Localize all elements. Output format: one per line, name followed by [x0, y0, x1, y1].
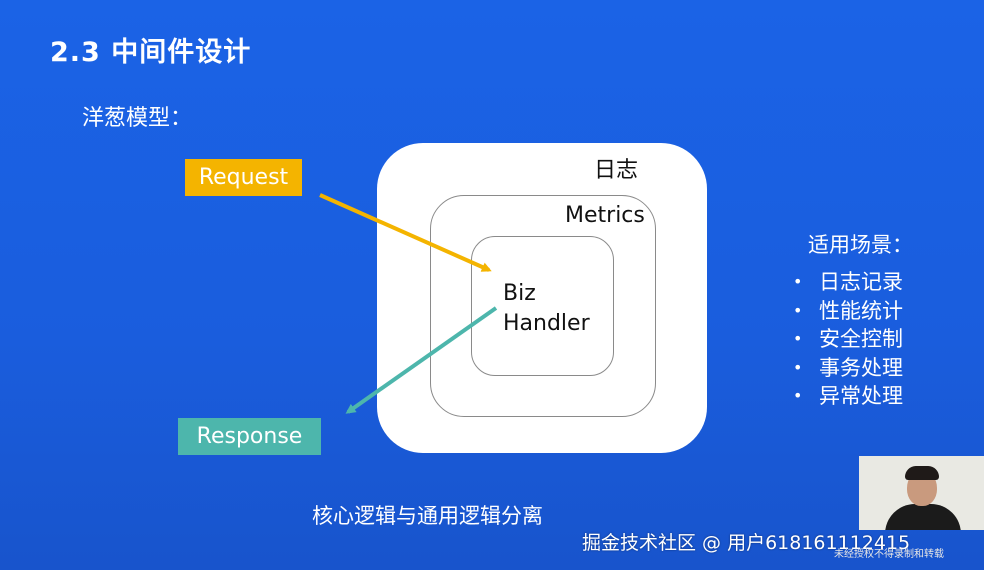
layer-label-biz: Biz: [503, 281, 536, 306]
layer-label-handler: Handler: [503, 311, 590, 336]
onion-layer-inner: [471, 236, 614, 376]
presenter-body: [885, 504, 961, 530]
request-arrow: [319, 193, 492, 272]
request-box: Request: [185, 159, 302, 196]
layer-label-metrics: Metrics: [565, 203, 645, 228]
presenter-hair: [905, 466, 939, 480]
slide-subtitle: 洋葱模型：: [82, 106, 193, 131]
onion-layer-outer: [377, 143, 707, 453]
scenarios-list: •日志记录 •性能统计 •安全控制 •事务处理 •异常处理: [793, 268, 903, 411]
bullet-icon: •: [793, 357, 803, 377]
list-item: •日志记录: [793, 268, 903, 297]
watermark-notice: 未经授权不得录制和转载: [834, 549, 944, 560]
summary-text: 核心逻辑与通用逻辑分离: [312, 504, 543, 528]
onion-layer-middle: [430, 195, 656, 417]
layer-label-log: 日志: [594, 158, 639, 183]
bullet-icon: •: [793, 272, 803, 291]
slide-title: 2.3 中间件设计: [50, 37, 252, 68]
bullet-icon: •: [793, 300, 803, 320]
layer-label-biz-handler: Biz Handler: [503, 279, 590, 339]
response-label: Response: [196, 424, 303, 449]
response-arrow: [345, 306, 498, 414]
watermark: 掘金技术社区 @ 用户618161112415: [582, 532, 911, 554]
list-item: •性能统计: [793, 297, 903, 326]
list-item: •异常处理: [793, 382, 903, 411]
scenarios-title: 适用场景：: [808, 233, 913, 257]
bullet-icon: •: [793, 386, 803, 405]
request-label: Request: [198, 165, 289, 190]
bullet-icon: •: [793, 329, 803, 348]
presenter-webcam: [859, 456, 984, 530]
list-item: •事务处理: [793, 354, 903, 383]
list-item: •安全控制: [793, 325, 903, 354]
response-box: Response: [178, 418, 321, 455]
